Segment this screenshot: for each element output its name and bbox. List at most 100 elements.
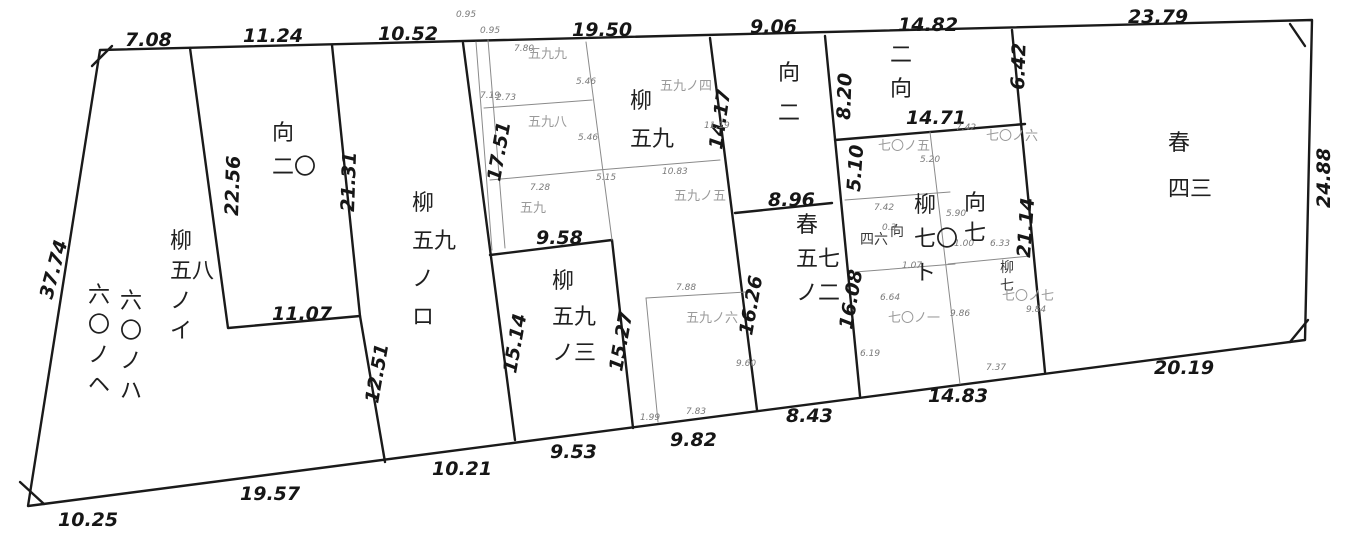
dim-label: 7.88: [676, 283, 696, 293]
parcel-label-line: ハ: [120, 379, 142, 404]
parcel-label-line: 四六: [860, 232, 888, 248]
parcel-label-line: 向: [890, 224, 904, 240]
subdivision-line: [947, 255, 1031, 265]
dim-label: 1.07: [902, 261, 922, 271]
parcel-label-line: ロ: [412, 305, 434, 330]
parcel-label-line: 五九: [552, 305, 596, 330]
dim-label: 24.88: [1313, 148, 1335, 208]
outer-boundary: [26, 18, 1314, 508]
parcel-label: 柳五八ノイ: [170, 229, 214, 344]
dim-label: 8.96: [768, 189, 815, 211]
parcel-label-line: 五九九: [528, 47, 567, 62]
parcel-label-line: 五九ノ五: [674, 189, 726, 204]
dim-label: 14.17: [705, 87, 735, 150]
subdivision-line: [597, 159, 721, 171]
parcel-label-line: ノ: [412, 267, 434, 292]
boundary-dimensions: 7.08 11.24 10.52 0.95 0.95 19.50 9.06 14…: [36, 6, 1335, 531]
dim-label: 9.06: [750, 16, 797, 38]
dim-label: 9.58: [536, 227, 583, 249]
dim-label: 11.19: [704, 121, 730, 131]
parcel-label: 柳五九ノロ: [412, 191, 456, 330]
parcel-label-line: 柳: [412, 191, 434, 216]
parcel-label-line: 七〇: [914, 227, 958, 252]
dim-label: 16.08: [835, 268, 867, 331]
dim-label: 5.46: [578, 133, 598, 143]
parcel-label-line: 柳: [630, 89, 652, 114]
parcel-label: 五九ノ六: [686, 311, 738, 326]
dim-label: 10.21: [432, 458, 492, 480]
parcel-label-line: 七〇ノ七: [1002, 289, 1054, 304]
parcel-label: 柳五九: [630, 89, 674, 152]
subdivision-line: [489, 169, 599, 181]
parcel-line: [733, 201, 834, 215]
dim-label: 8.43: [786, 405, 833, 427]
dim-label: 14.82: [898, 14, 958, 36]
dim-label: 10.83: [662, 167, 688, 177]
parcel-label-line: 五七: [796, 247, 840, 272]
dim-label: 15.27: [605, 309, 637, 373]
dim-label: 9.60: [736, 359, 756, 369]
dim-label: 0.3: [882, 223, 897, 233]
parcel-label-line: 二: [778, 101, 800, 126]
dim-label: 5.90: [946, 209, 966, 219]
parcel-label-line: 五九ノ六: [686, 311, 738, 326]
dim-label: 7.83: [686, 407, 706, 417]
parcel-label-line: イ: [170, 319, 192, 344]
dim-label: 5.10: [843, 144, 868, 192]
dim-label: 0.95: [480, 26, 500, 36]
dim-label: 17.51: [483, 120, 515, 183]
parcel-label: 五九ノ五: [674, 189, 726, 204]
subdivision-line: [483, 99, 593, 109]
dim-label: 21.14: [1013, 197, 1039, 258]
parcel-label-line: ノ: [120, 349, 142, 374]
dim-label: 6.19: [860, 349, 880, 359]
parcel-label: 七〇ノ五: [878, 139, 930, 154]
dim-label: 14.71: [906, 107, 966, 129]
parcel-label: 柳五九ノ三: [552, 269, 596, 366]
parcel-label-line: 七: [1000, 278, 1014, 294]
dim-label: 5.15: [596, 173, 616, 183]
parcel-label: 春四三: [1168, 131, 1212, 202]
parcel-line: [188, 43, 362, 330]
parcel-label-line: ノ三: [552, 341, 596, 366]
parcel-label: 五九八: [528, 115, 567, 130]
dim-label: 22.56: [221, 155, 245, 216]
corner-mark: [90, 44, 114, 68]
parcel-label-line: ノ二: [796, 281, 840, 306]
corner-mark: [1288, 22, 1307, 48]
parcel-label: 柳七: [1000, 259, 1014, 294]
parcel-label: 五九: [520, 201, 546, 216]
parcel-label-line: 五九八: [528, 115, 567, 130]
dim-label: 21.31: [337, 151, 361, 212]
parcel-label: 春五七ノ二: [796, 213, 840, 306]
dim-label: 23.79: [1128, 6, 1188, 28]
parcel-label-line: 向: [778, 61, 800, 86]
parcel-label-line: ト: [914, 261, 936, 286]
corner-mark: [1288, 318, 1310, 344]
parcel-label-line: 六: [120, 289, 142, 314]
subdivision-line: [645, 291, 747, 299]
parcel-label: 向七: [964, 191, 986, 246]
parcel-label-line: 五九: [412, 229, 456, 254]
parcel-label-line: 六: [88, 283, 110, 308]
parcel-line: [461, 41, 517, 442]
dim-label: 0.95: [456, 10, 476, 20]
dim-label: 37.74: [36, 238, 73, 302]
dim-label: 5.46: [576, 77, 596, 87]
subdivision-lines: [475, 39, 1031, 423]
parcel-label: 四六: [860, 232, 888, 248]
dim-label: 11.07: [272, 303, 333, 325]
parcel-line: [823, 34, 862, 398]
dim-label: 1.99: [640, 413, 660, 423]
dim-label: 14.83: [928, 385, 988, 407]
parcel-label-line: 向: [890, 77, 912, 102]
parcel-label: 五九ノ四: [660, 79, 712, 94]
dim-label: 19.50: [572, 19, 632, 41]
dim-label: 9.84: [1026, 305, 1046, 315]
parcel-label: 柳七〇ト: [914, 193, 958, 286]
parcel-line: [708, 36, 759, 412]
parcel-label-line: 五九ノ四: [660, 79, 712, 94]
parcel-label-line: 春: [1168, 131, 1190, 156]
dim-label: 7.19: [480, 91, 500, 101]
